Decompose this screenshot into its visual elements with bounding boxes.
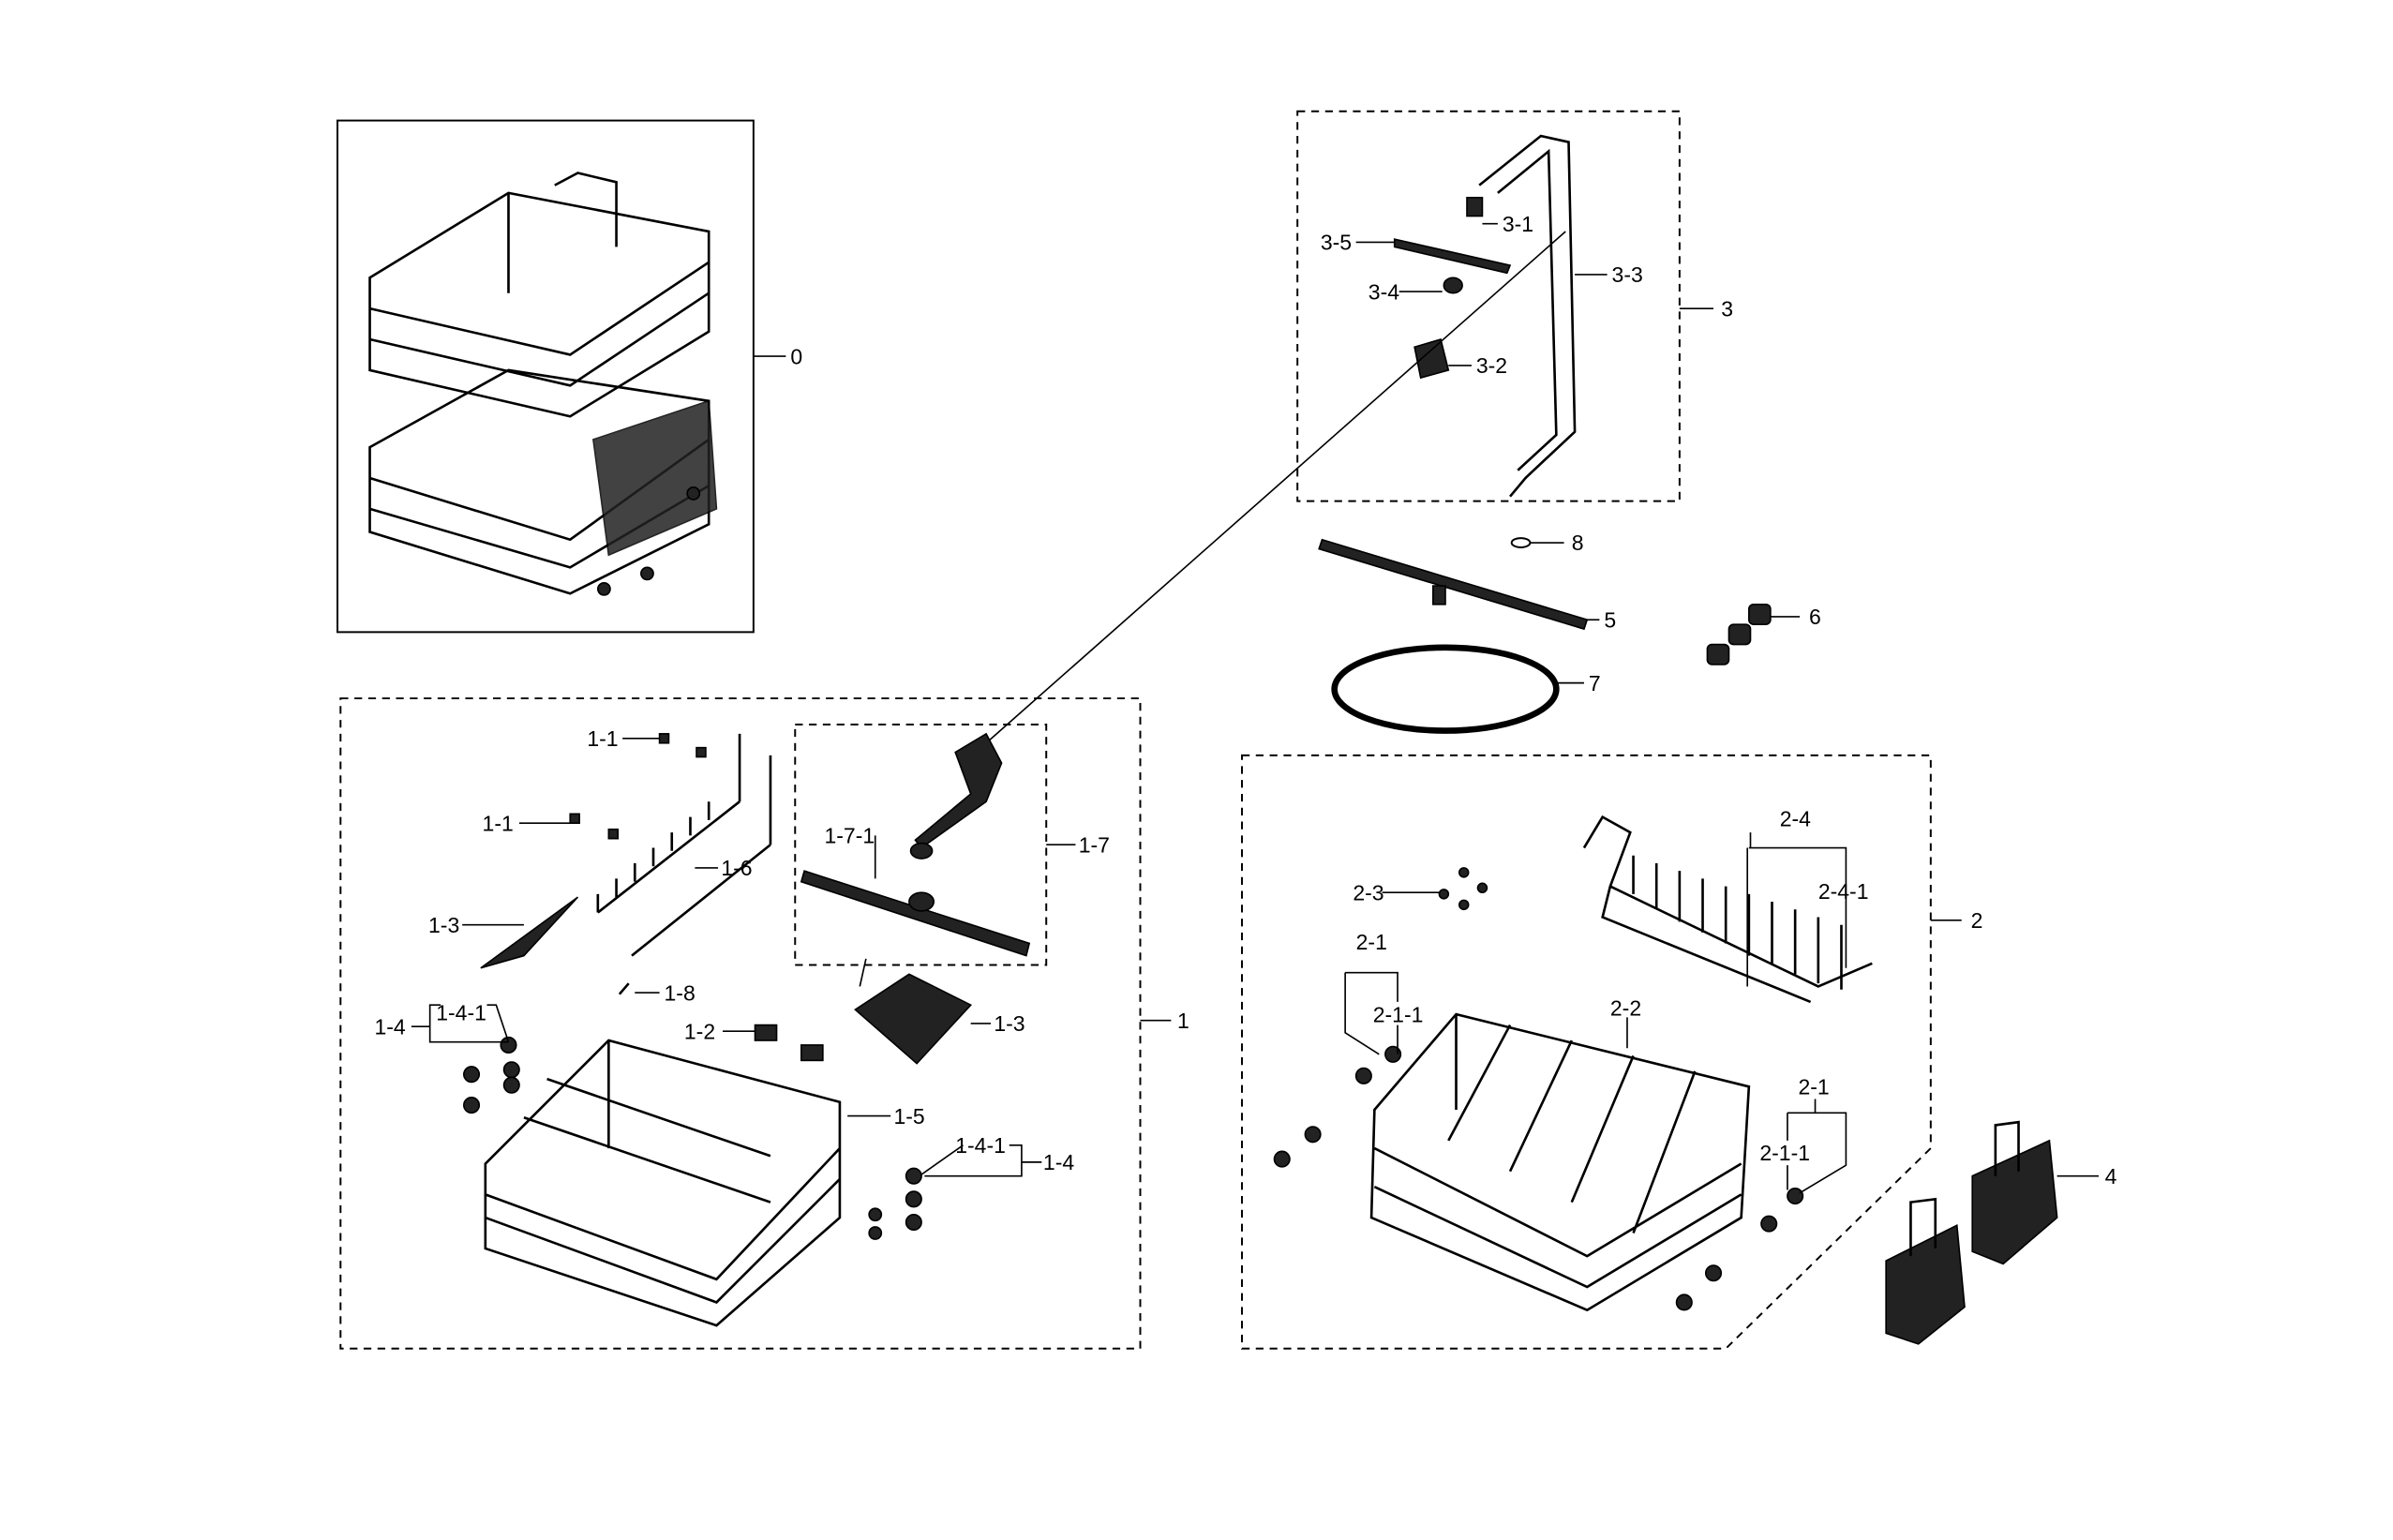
label-2-1-a: 2-1 (1356, 930, 1387, 954)
label-2-1-1-a: 2-1-1 (1373, 1002, 1424, 1026)
label-1-7-1: 1-7-1 (824, 824, 875, 848)
label-4: 4 (2105, 1164, 2117, 1189)
gasket-7 (1331, 644, 1560, 734)
cutlery-baskets-4 (1885, 1120, 2058, 1345)
label-1-6: 1-6 (721, 856, 752, 880)
assembly-box-2 (1241, 754, 1932, 1350)
water-feed-pipe-illustration (985, 134, 1577, 744)
upper-rack-parts-illustration (462, 732, 1031, 1327)
callout-labels: 0 3 3-1 3-2 3-3 3-4 3-5 8 5 6 7 1 1-1 1-… (374, 212, 2116, 1189)
label-1-1-a: 1-1 (587, 726, 618, 751)
label-1-3-a: 1-3 (428, 913, 459, 937)
label-1: 1 (1177, 1009, 1189, 1033)
label-1-3-b: 1-3 (994, 1011, 1025, 1036)
assembly-box-1-7 (794, 724, 1048, 966)
assembly-box-3 (1296, 110, 1681, 502)
label-1-4-a: 1-4 (374, 1014, 405, 1039)
label-1-5: 1-5 (893, 1104, 924, 1129)
label-2-4: 2-4 (1780, 807, 1811, 831)
label-7: 7 (1589, 671, 1601, 695)
label-2-3: 2-3 (1353, 880, 1383, 905)
label-3-1: 3-1 (1503, 212, 1533, 236)
label-2-1-b: 2-1 (1798, 1075, 1829, 1099)
label-6: 6 (1809, 605, 1821, 629)
label-2: 2 (1971, 908, 1983, 933)
label-3: 3 (1721, 296, 1733, 321)
spray-arm-5 (1318, 538, 1589, 631)
label-2-1-1-b: 2-1-1 (1759, 1141, 1810, 1165)
label-1-1-b: 1-1 (483, 811, 514, 835)
label-1-4-1-a: 1-4-1 (436, 1001, 486, 1025)
label-1-7: 1-7 (1079, 832, 1110, 857)
label-3-4: 3-4 (1368, 279, 1399, 304)
assembled-racks-illustration (368, 172, 718, 596)
label-1-4-1-b: 1-4-1 (955, 1133, 1006, 1158)
label-1-8: 1-8 (665, 980, 695, 1005)
label-5: 5 (1604, 607, 1616, 632)
caps-6 (1706, 603, 1772, 665)
label-2-2: 2-2 (1610, 996, 1641, 1021)
lower-rack-parts-illustration (1273, 815, 1873, 1312)
label-0: 0 (790, 344, 802, 368)
assembly-box-1 (339, 697, 1142, 1350)
label-1-4-b: 1-4 (1043, 1150, 1074, 1174)
label-3-5: 3-5 (1321, 231, 1352, 255)
label-3-2: 3-2 (1476, 353, 1507, 378)
label-8: 8 (1572, 531, 1584, 555)
label-3-3: 3-3 (1612, 262, 1643, 287)
label-2-4-1: 2-4-1 (1818, 879, 1869, 904)
assembly-box-0 (337, 119, 755, 634)
label-1-2: 1-2 (684, 1019, 715, 1043)
